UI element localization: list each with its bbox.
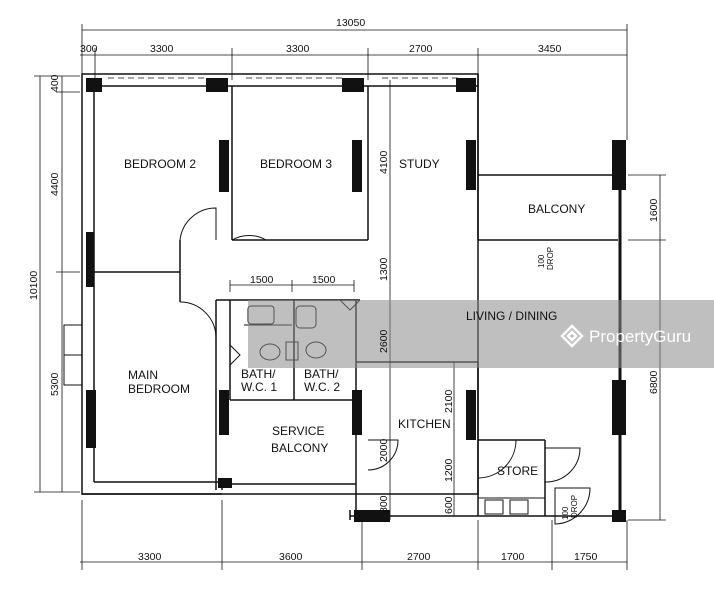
- dim-bottom-1700: 1700: [501, 551, 525, 563]
- dim-inner-1300: 1300: [378, 257, 390, 281]
- dim-bath-1500a: 1500: [250, 274, 274, 286]
- room-main-bedroom-line2: BEDROOM: [128, 382, 190, 396]
- watermark: PropertyGuru: [248, 300, 714, 368]
- room-service-balcony-line1: SERVICE: [272, 424, 324, 438]
- dim-inner-2600: 2600: [378, 329, 390, 353]
- dim-inner-2100: 2100: [443, 389, 455, 413]
- dim-inner-4100: 4100: [378, 150, 390, 174]
- room-study: STUDY: [399, 157, 440, 171]
- door-swings: [63, 207, 591, 525]
- dim-right-1600: 1600: [648, 198, 660, 222]
- dim-top-3450: 3450: [538, 43, 562, 55]
- dim-inner-1200: 1200: [443, 458, 455, 482]
- room-bath-1-line1: BATH/: [241, 367, 276, 381]
- dim-bath-1500b: 1500: [312, 274, 336, 286]
- vertical-dimension-labels: 10100 400 4400 5300 1600 6800 4100 1300 …: [28, 74, 660, 514]
- dim-inner-800: 800: [378, 495, 390, 513]
- dim-inner-600: 600: [443, 496, 455, 514]
- dim-right-6800: 6800: [648, 370, 660, 394]
- room-labels: BEDROOM 2 BEDROOM 3 STUDY BALCONY LIVING…: [124, 157, 585, 478]
- dimension-labels: 13050 300 3300 3300 2700 3450 3300 3600 …: [80, 17, 598, 563]
- walls: [81, 73, 622, 520]
- room-store: STORE: [497, 464, 538, 478]
- dimension-lines: [34, 24, 666, 570]
- room-bedroom-3: BEDROOM 3: [260, 157, 332, 171]
- dim-left-4400: 4400: [49, 172, 61, 196]
- dim-top-3300: 3300: [150, 43, 174, 55]
- dim-bottom-3300: 3300: [138, 551, 162, 563]
- room-bedroom-2: BEDROOM 2: [124, 157, 196, 171]
- dim-bottom-1750: 1750: [574, 551, 598, 563]
- dim-inner-2000: 2000: [378, 438, 390, 462]
- watermark-text: PropertyGuru: [589, 327, 691, 346]
- room-service-balcony-line2: BALCONY: [271, 441, 328, 455]
- room-bath-2-line1: BATH/: [304, 367, 339, 381]
- room-kitchen: KITCHEN: [398, 417, 451, 431]
- dim-overall-width: 13050: [336, 17, 365, 29]
- room-main-bedroom-line1: MAIN: [128, 368, 158, 382]
- drop-note-balcony-label: DROP: [546, 247, 555, 270]
- wall-columns: [86, 78, 626, 522]
- drop-note-store-value: 100: [561, 506, 570, 520]
- dim-left-5300: 5300: [49, 372, 61, 396]
- dim-bottom-3600: 3600: [279, 551, 303, 563]
- drop-notes: 100 DROP 100 DROP: [537, 247, 579, 520]
- dim-bottom-2700: 2700: [407, 551, 431, 563]
- room-bath-1-line2: W.C. 1: [241, 380, 277, 394]
- dim-left-400: 400: [49, 74, 61, 92]
- drop-note-balcony-value: 100: [537, 254, 546, 268]
- dim-top-300: 300: [80, 43, 98, 55]
- drop-note-store-label: DROP: [570, 495, 579, 518]
- dim-left-overall: 10100: [28, 271, 40, 300]
- room-balcony: BALCONY: [528, 202, 585, 216]
- watermark-band: [248, 300, 714, 368]
- room-bath-2-line2: W.C. 2: [304, 380, 340, 394]
- dim-top-2700: 2700: [409, 43, 433, 55]
- property-guru-logo-icon: [560, 324, 584, 348]
- dim-top-3300b: 3300: [286, 43, 310, 55]
- room-living-dining: LIVING / DINING: [466, 309, 557, 323]
